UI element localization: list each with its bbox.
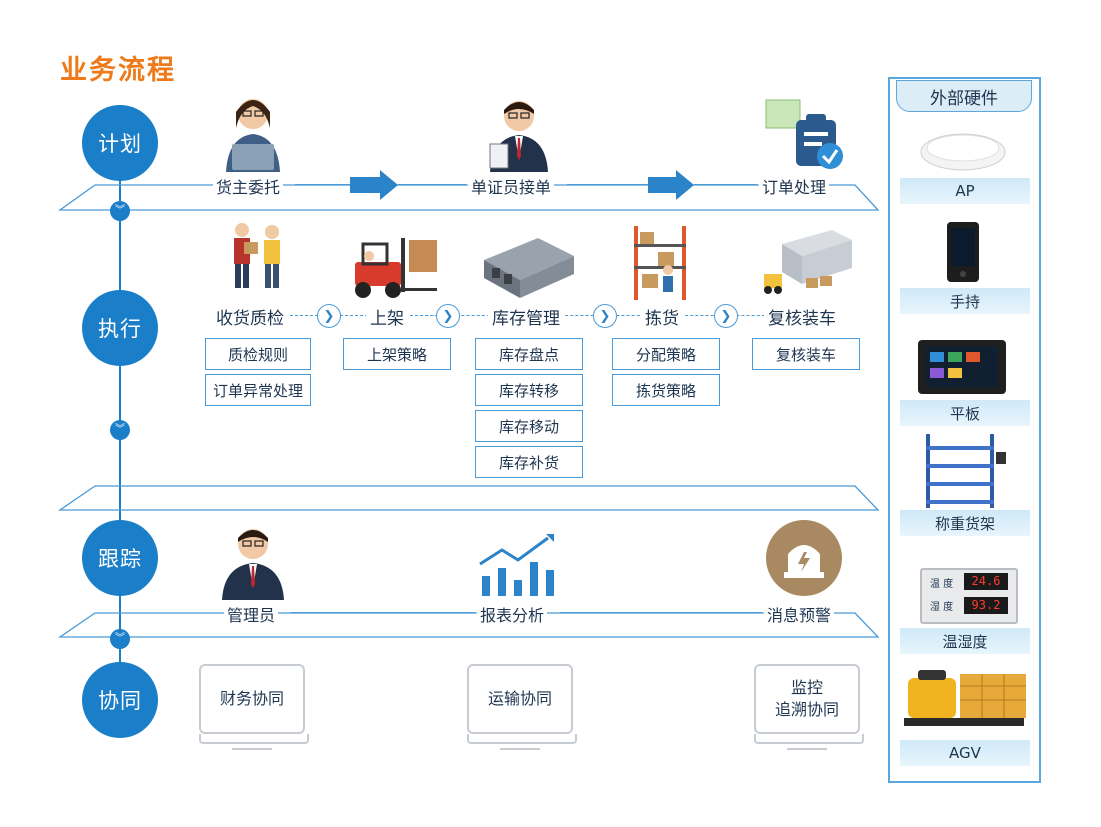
- flow-arrow: [648, 170, 694, 200]
- temp-label: 温 度: [930, 579, 954, 590]
- chevron-right-icon: ❯: [593, 304, 617, 328]
- page-title: 业务流程: [60, 55, 176, 86]
- chevron-right-icon: ❯: [436, 304, 460, 328]
- chevron-down-icon: ︾: [110, 420, 130, 440]
- picking-rack-icon: [634, 226, 686, 300]
- collab-transport-label: 运输协同: [487, 689, 552, 708]
- humidity-label: 湿 度: [930, 602, 954, 613]
- flow-connector: [694, 184, 757, 185]
- box-order-exception: 订单异常处理: [205, 374, 311, 406]
- chevron-right-icon: ❯: [317, 304, 341, 328]
- temp-humidity-display: 温 度 24.6 湿 度 93.2: [920, 568, 1018, 624]
- box-picking-strategy: 拣货策略: [612, 374, 720, 406]
- hw-ap-label: AP: [900, 178, 1030, 204]
- box-qc-rules: 质检规则: [205, 338, 311, 370]
- execute-step-putaway: 上架: [366, 304, 408, 329]
- plan-step-consign: 货主委托: [213, 174, 284, 198]
- execute-step-inventory: 库存管理: [488, 304, 564, 329]
- box-inventory-replenish: 库存补货: [475, 446, 583, 478]
- chevron-down-icon: ︾: [110, 201, 130, 221]
- monitor-stand: [232, 748, 272, 750]
- clerk-person-icon: [489, 101, 548, 172]
- collab-finance-label: 财务协同: [219, 689, 284, 708]
- collab-monitor-line2: 追溯协同: [774, 700, 839, 719]
- stage-execute: 执行: [82, 290, 158, 366]
- forklift-icon: [355, 238, 437, 298]
- box-inventory-transfer: 库存转移: [475, 374, 583, 406]
- order-clipboard-icon: [765, 99, 843, 169]
- client-person-icon: [226, 99, 280, 172]
- box-putaway-strategy: 上架策略: [343, 338, 451, 370]
- track-step-alert: 消息预警: [764, 602, 835, 626]
- execute-step-receive: 收货质检: [212, 304, 288, 329]
- chevron-right-icon: ❯: [714, 304, 738, 328]
- track-step-report: 报表分析: [477, 602, 548, 626]
- box-review-load: 复核装车: [752, 338, 860, 370]
- collab-monitor-line1: 监控: [790, 678, 823, 697]
- humidity-reading: 93.2: [964, 597, 1008, 614]
- plan-step-receive-order: 单证员接单: [468, 174, 555, 198]
- alert-siren-icon: [766, 520, 842, 596]
- box-allocation-strategy: 分配策略: [612, 338, 720, 370]
- hardware-title: 外部硬件: [896, 80, 1032, 112]
- execute-step-pick: 拣货: [641, 304, 683, 329]
- loading-truck-icon: [764, 230, 852, 294]
- admin-person-icon: [222, 529, 284, 600]
- warehouse-icon: [484, 238, 574, 298]
- flow-connector: [398, 184, 466, 185]
- monitor-finance: 财务协同: [199, 664, 305, 734]
- wireless-ap-icon: [920, 133, 1006, 171]
- monitor-bezel: [754, 734, 864, 744]
- hw-agv-label: AGV: [900, 740, 1030, 766]
- monitor-transport: 运输协同: [467, 664, 573, 734]
- track-step-admin: 管理员: [224, 602, 279, 626]
- flow-arrow: [350, 170, 398, 200]
- execute-step-load: 复核装车: [764, 304, 840, 329]
- box-inventory-move: 库存移动: [475, 410, 583, 442]
- flow-connector: [295, 184, 350, 185]
- hw-weighing-shelf-label: 称重货架: [900, 510, 1030, 536]
- report-chart-icon: [479, 534, 554, 596]
- monitor-stand: [787, 748, 827, 750]
- agv-robot-icon: [904, 670, 1026, 726]
- stage-track: 跟踪: [82, 520, 158, 596]
- hw-handheld-label: 手持: [900, 288, 1030, 314]
- hw-temp-humidity-label: 温湿度: [900, 628, 1030, 654]
- receiving-workers-icon: [234, 223, 280, 288]
- monitor-stand: [500, 748, 540, 750]
- monitor-tracing: 监控 追溯协同: [754, 664, 860, 734]
- hw-tablet-label: 平板: [900, 400, 1030, 426]
- weighing-shelf-icon: [926, 434, 1006, 508]
- monitor-bezel: [467, 734, 577, 744]
- monitor-bezel: [199, 734, 309, 744]
- plan-step-process-order: 订单处理: [759, 174, 830, 198]
- box-inventory-count: 库存盘点: [475, 338, 583, 370]
- tablet-icon: [918, 340, 1006, 394]
- flow-connector: [567, 184, 648, 185]
- stage-plan: 计划: [82, 105, 158, 181]
- flow-connector: [290, 612, 475, 613]
- chevron-down-icon: ︾: [110, 629, 130, 649]
- flow-connector: [560, 612, 762, 613]
- handheld-device-icon: [947, 222, 979, 282]
- temp-reading: 24.6: [964, 573, 1008, 590]
- stage-collab: 协同: [82, 662, 158, 738]
